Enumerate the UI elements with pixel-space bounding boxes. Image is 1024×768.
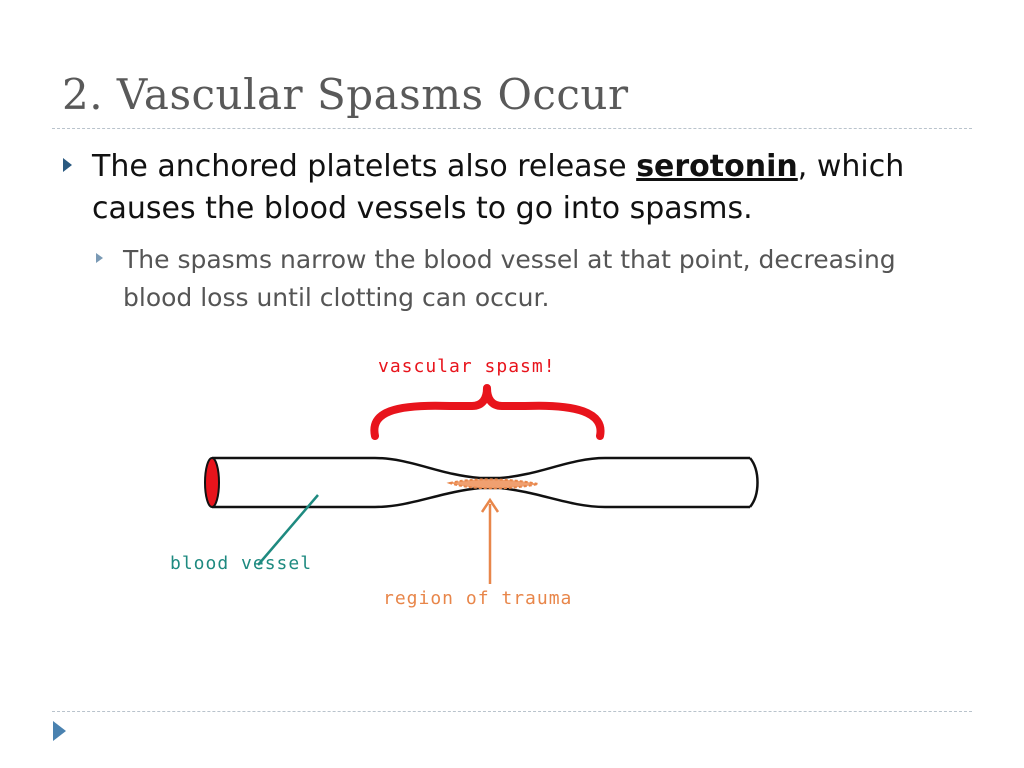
vessel-opening: [204, 457, 220, 508]
vessel-pointer-line: [257, 494, 319, 566]
slide-title: 2. Vascular Spasms Occur: [62, 70, 629, 119]
spasm-brace: [370, 384, 605, 440]
serotonin-term: serotonin: [636, 149, 798, 184]
next-slide-arrow-icon[interactable]: [53, 721, 66, 741]
vascular-spasm-diagram: vascular spasm! blood vessel region of t…: [170, 356, 759, 609]
trauma-region: [446, 478, 539, 490]
trauma-arrowhead-icon: [480, 497, 500, 513]
bullet-main: The anchored platelets also release sero…: [92, 146, 952, 230]
trauma-label: region of trauma: [383, 588, 572, 609]
title-divider: [52, 128, 972, 129]
footer-divider: [52, 711, 972, 712]
bullet-main-text-end: , which causes the blood vessels to go i…: [92, 149, 905, 226]
bullet-main-text-start: The anchored platelets also release: [92, 149, 637, 184]
vessel-label: blood vessel: [170, 553, 312, 574]
vessel-top-wall: [212, 456, 750, 480]
sub-bullet-arrow-icon: [96, 253, 103, 263]
vessel-end-cap: [748, 457, 759, 508]
bullet-arrow-icon: [63, 158, 72, 172]
vessel-bottom-wall: [212, 486, 750, 509]
spasm-label: vascular spasm!: [378, 356, 556, 377]
bullet-sub: The spasms narrow the blood vessel at th…: [123, 245, 896, 312]
